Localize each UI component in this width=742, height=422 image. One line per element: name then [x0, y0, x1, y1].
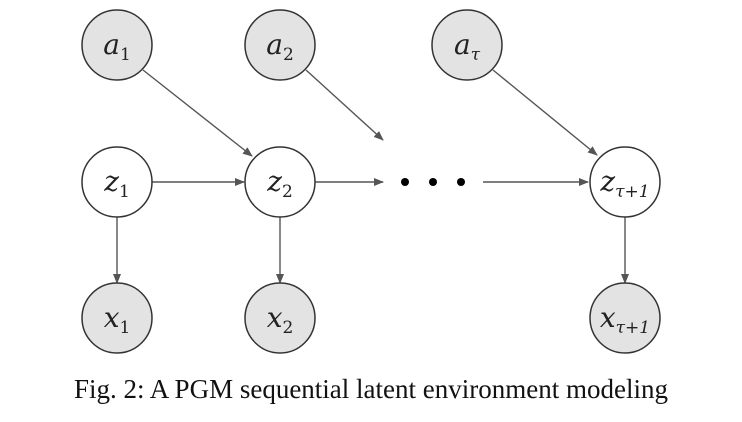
- svg-text:aτ: aτ: [454, 28, 481, 65]
- ellipsis-dots: [401, 178, 465, 186]
- edges: [113, 69, 629, 284]
- edge-atau-ztau1: [492, 69, 598, 156]
- svg-text:zτ+1: zτ+1: [599, 165, 649, 202]
- svg-text:x1: x1: [104, 301, 131, 338]
- node-z2: z2: [244, 146, 316, 218]
- svg-text:z1: z1: [103, 165, 130, 202]
- node-a2: a2: [244, 9, 316, 81]
- svg-text:xτ+1: xτ+1: [600, 301, 650, 338]
- svg-text:x2: x2: [267, 301, 294, 338]
- svg-text:a2: a2: [266, 28, 294, 65]
- node-x1: x1: [81, 282, 153, 354]
- figure-caption: Fig. 2: A PGM sequential latent environm…: [74, 374, 668, 404]
- node-a1: a1: [81, 9, 153, 81]
- node-atau: aτ: [431, 9, 503, 81]
- pgm-diagram: a1 a2 aτ z1 z2 zτ+1 x1: [81, 9, 661, 354]
- node-xtau1: xτ+1: [589, 282, 661, 354]
- node-ztau1: zτ+1: [589, 146, 661, 218]
- node-z1: z1: [81, 146, 153, 218]
- svg-text:a1: a1: [103, 28, 131, 65]
- svg-text:z2: z2: [266, 165, 293, 202]
- edge-a2-dots: [305, 69, 384, 141]
- node-x2: x2: [244, 282, 316, 354]
- edge-a1-z2: [142, 69, 253, 157]
